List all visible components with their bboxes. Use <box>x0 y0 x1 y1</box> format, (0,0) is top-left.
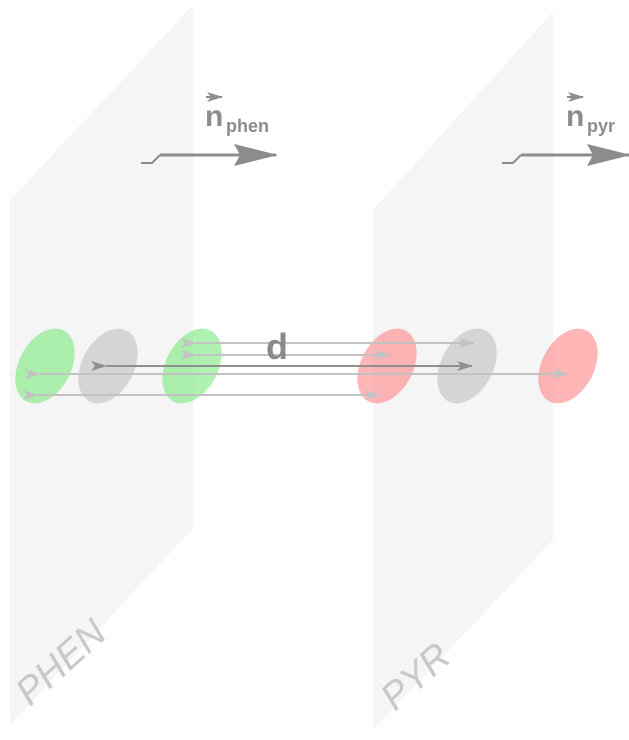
pyr-normal-subscript: pyr <box>587 116 615 136</box>
phen-normal-vector: n phen <box>141 92 278 166</box>
phen-normal-subscript: phen <box>226 116 269 136</box>
pyr-atom-outer <box>538 328 598 404</box>
phen-normal-tail <box>141 154 161 164</box>
distance-label: d <box>266 326 288 367</box>
pyr-normal-symbol: n <box>566 100 584 133</box>
pyr-normal-vector: n pyr <box>502 92 629 166</box>
pyr-normal-tail <box>502 154 522 164</box>
phen-atom-outer <box>15 328 75 404</box>
phen-normal-symbol: n <box>205 100 223 133</box>
